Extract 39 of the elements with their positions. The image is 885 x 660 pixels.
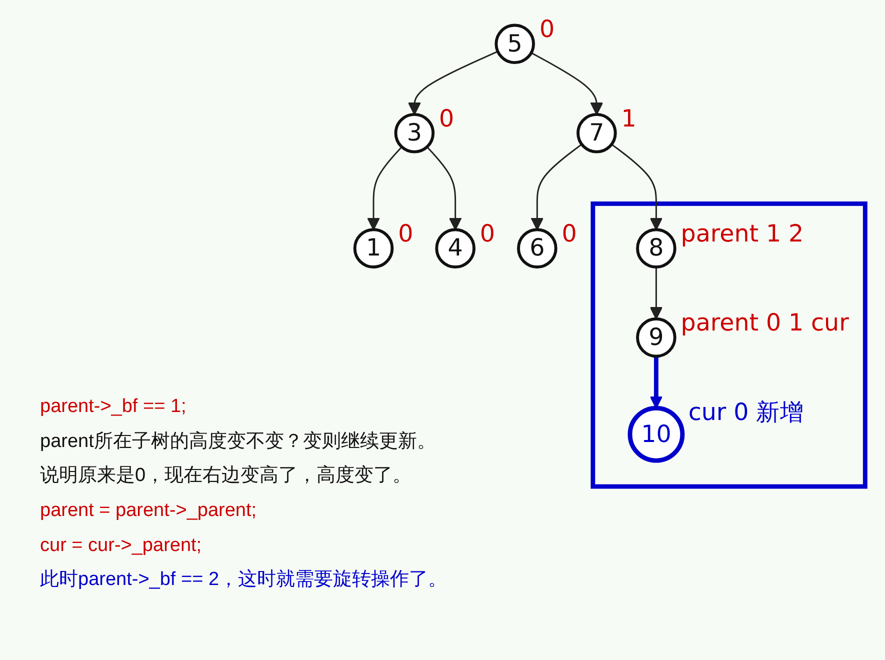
balance-note: 0 [562, 220, 577, 248]
note-text: parent所在子树的高度变不变？变则继续更新。 [40, 430, 437, 454]
node-circle: 3 [394, 112, 435, 154]
node-circle: 4 [435, 228, 476, 268]
balance-note: 新增 [756, 398, 804, 426]
note-text: 此时parent->_bf == 2，这时就需要旋转操作了。 [40, 568, 448, 592]
node-circle: 6 [517, 228, 558, 268]
balance-note: parent [680, 220, 759, 248]
arrow [611, 144, 663, 230]
arrow [366, 146, 402, 230]
balance-note: 0 [766, 308, 782, 337]
balance-note: 0 [734, 398, 749, 426]
balance-note: 2 [788, 220, 804, 248]
balance-note: 1 [766, 220, 782, 248]
arrow [650, 266, 663, 320]
balance-note: parent [680, 308, 759, 337]
arrow [530, 144, 582, 230]
balance-note: 0 [480, 220, 496, 248]
node-circle: 8 [636, 228, 676, 268]
node-circle: 10 [628, 406, 685, 463]
arrow [408, 50, 498, 116]
balance-note: 0 [398, 220, 414, 248]
balance-note: 0 [539, 15, 555, 44]
cluster [590, 201, 868, 489]
node-circle: 9 [636, 317, 676, 358]
balance-note: 1 [788, 308, 804, 337]
node-circle: 1 [353, 228, 394, 268]
note-text: parent->_bf == 1; [40, 395, 188, 419]
balance-note: cur [811, 308, 849, 337]
note-text: parent = parent->_parent; [40, 499, 258, 524]
note-text: cur = cur->_parent; [40, 534, 203, 558]
node-circle: 5 [494, 24, 535, 64]
note-text: 说明原来是0，现在右边变高了，高度变了。 [40, 464, 413, 488]
node-circle: 7 [576, 112, 617, 154]
balance-note: cur [688, 398, 726, 426]
balance-note: 0 [439, 104, 454, 132]
arrow [426, 146, 462, 230]
arrow [530, 52, 604, 116]
balance-note: 1 [621, 104, 636, 132]
